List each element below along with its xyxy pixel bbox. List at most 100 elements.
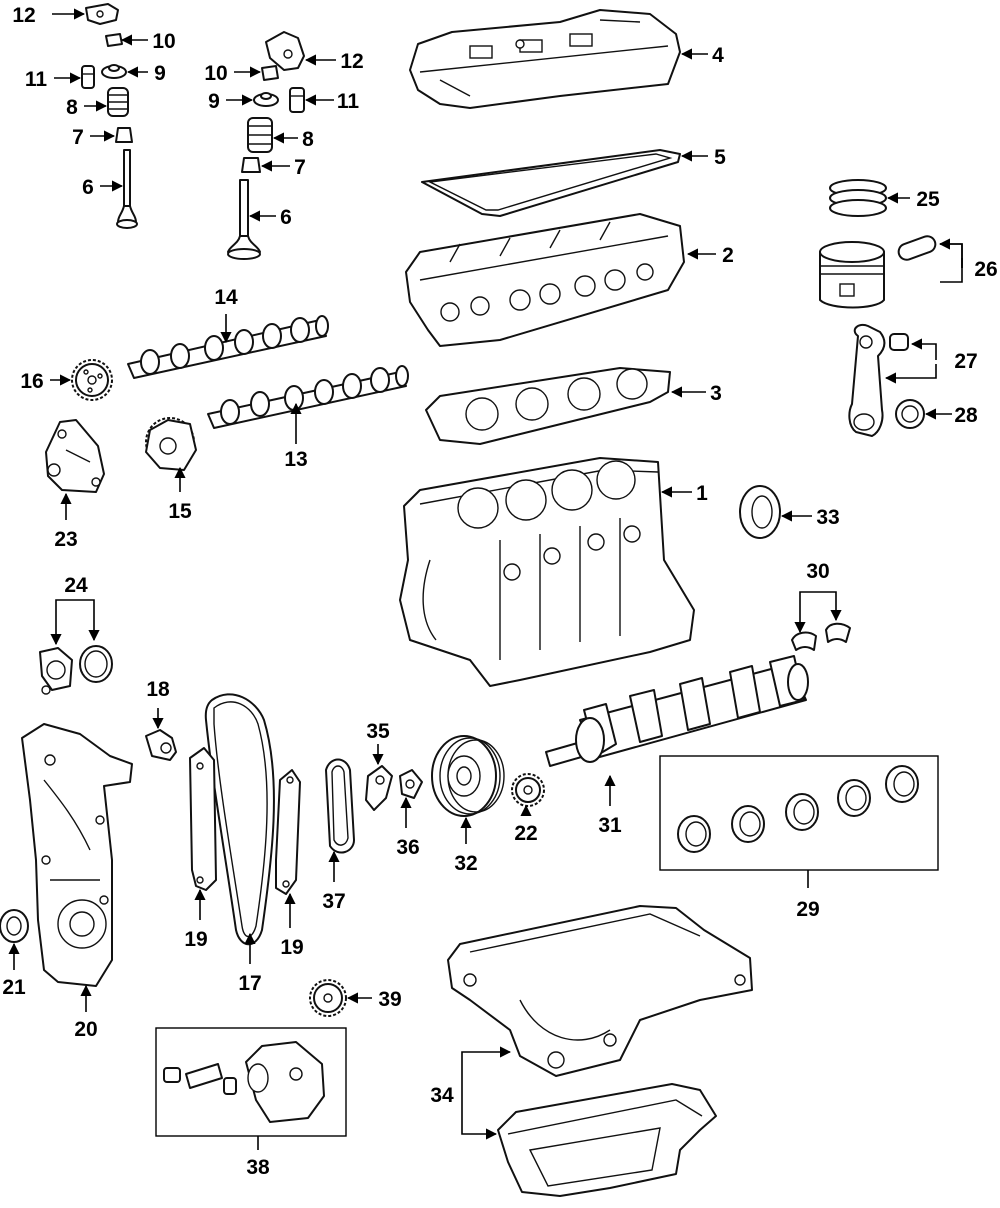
callout-26: 26 [974,258,997,281]
cylinder-block [399,457,695,687]
callout-29: 29 [796,898,819,921]
callout-15: 15 [168,500,192,523]
callout-6: 6 [82,176,94,199]
thrust-washer-left [791,631,817,651]
cylinder-head-cover [409,9,681,109]
callout-27: 27 [954,350,977,373]
cam-position-sensor [145,729,177,761]
callout-numbers: 12 10 9 11 8 7 6 12 10 9 11 8 7 6 4 5 2 … [2,4,997,1179]
valve-left [116,149,138,229]
callout-10: 10 [152,30,175,53]
intake-camshaft [207,365,409,429]
callout-19: 19 [184,928,207,951]
oil-pump-sprocket [309,979,347,1017]
camshaft-sprocket [71,359,113,401]
crankshaft-pulley [431,735,505,817]
main-bearing-box [659,755,939,871]
callout-39: 39 [378,988,401,1011]
valve-lifter-right [289,87,305,113]
head-gasket [425,367,671,445]
callout-35: 35 [366,720,390,743]
callout-10: 10 [204,62,227,85]
spring-retainer-right [253,92,279,107]
callout-24: 24 [64,574,88,597]
callout-12: 12 [12,4,35,27]
callout-36: 36 [396,836,419,859]
callout-7: 7 [72,126,84,149]
rocker-arm-left [85,3,119,25]
valve-cover-gasket [421,149,681,217]
callout-23: 23 [54,528,77,551]
callout-6: 6 [280,206,292,229]
connecting-rod [848,324,886,437]
oil-pump-chain [325,758,355,854]
front-crank-seal [0,909,29,943]
callout-13: 13 [284,448,307,471]
piston-rings [829,179,887,217]
rod-bearing [895,399,925,429]
upper-oil-pan [447,905,753,1077]
lash-adjuster-cap-left [105,33,123,47]
callout-31: 31 [598,814,622,837]
spring-retainer-left [101,64,127,79]
callout-9: 9 [208,90,220,113]
valve-spring-left [107,87,129,117]
callout-18: 18 [146,678,170,701]
lower-oil-pan [497,1083,717,1197]
callout-9: 9 [154,62,166,85]
rear-main-seal [739,485,781,539]
callout-30: 30 [806,560,829,583]
housing-with-gasket [39,647,73,695]
tensioner-gasket [399,769,423,799]
chain-guide-left [189,747,217,891]
crankshaft [545,655,809,767]
vvt-gear-assembly [145,417,197,471]
callout-8: 8 [302,128,314,151]
callout-25: 25 [916,188,940,211]
gasket-ring [79,645,113,683]
callout-19: 19 [280,936,303,959]
timing-chain-cover [21,723,133,987]
callout-11: 11 [337,90,360,113]
callout-12: 12 [340,50,363,73]
chain-tensioner [365,765,393,811]
callout-7: 7 [294,156,306,179]
callout-37: 37 [322,890,345,913]
callout-22: 22 [514,822,537,845]
callout-3: 3 [710,382,722,405]
piston-pin-bushing [889,333,909,351]
callout-17: 17 [238,972,261,995]
crankshaft-sprocket [511,773,545,807]
callout-28: 28 [954,404,978,427]
main-bearings [677,765,919,853]
callout-34: 34 [430,1084,454,1107]
callout-21: 21 [2,976,26,999]
leader-lines [8,8,963,1150]
callout-32: 32 [454,852,477,875]
oil-pump-assembly [163,1041,325,1123]
callout-38: 38 [246,1156,270,1179]
valve-right [227,179,261,260]
chain-guide-cover [45,419,105,493]
callout-4: 4 [712,44,724,67]
exhaust-camshaft [127,315,329,379]
lash-adjuster-cap-right [261,65,279,81]
callout-11: 11 [25,68,48,91]
callout-1: 1 [696,482,708,505]
callout-5: 5 [714,146,726,169]
oil-pump-box [155,1027,347,1137]
callout-20: 20 [74,1018,97,1041]
callout-33: 33 [816,506,839,529]
callout-8: 8 [66,96,78,119]
callout-14: 14 [214,286,238,309]
callout-2: 2 [722,244,734,267]
valve-spring-right [247,117,273,153]
valve-stem-seal-right [241,157,261,173]
chain-guide-right [275,769,301,895]
valve-lifter-left [81,65,95,89]
rocker-arm-right [265,31,305,71]
piston-pin [897,235,937,261]
valve-stem-seal-left [115,127,133,143]
callout-16: 16 [20,370,43,393]
